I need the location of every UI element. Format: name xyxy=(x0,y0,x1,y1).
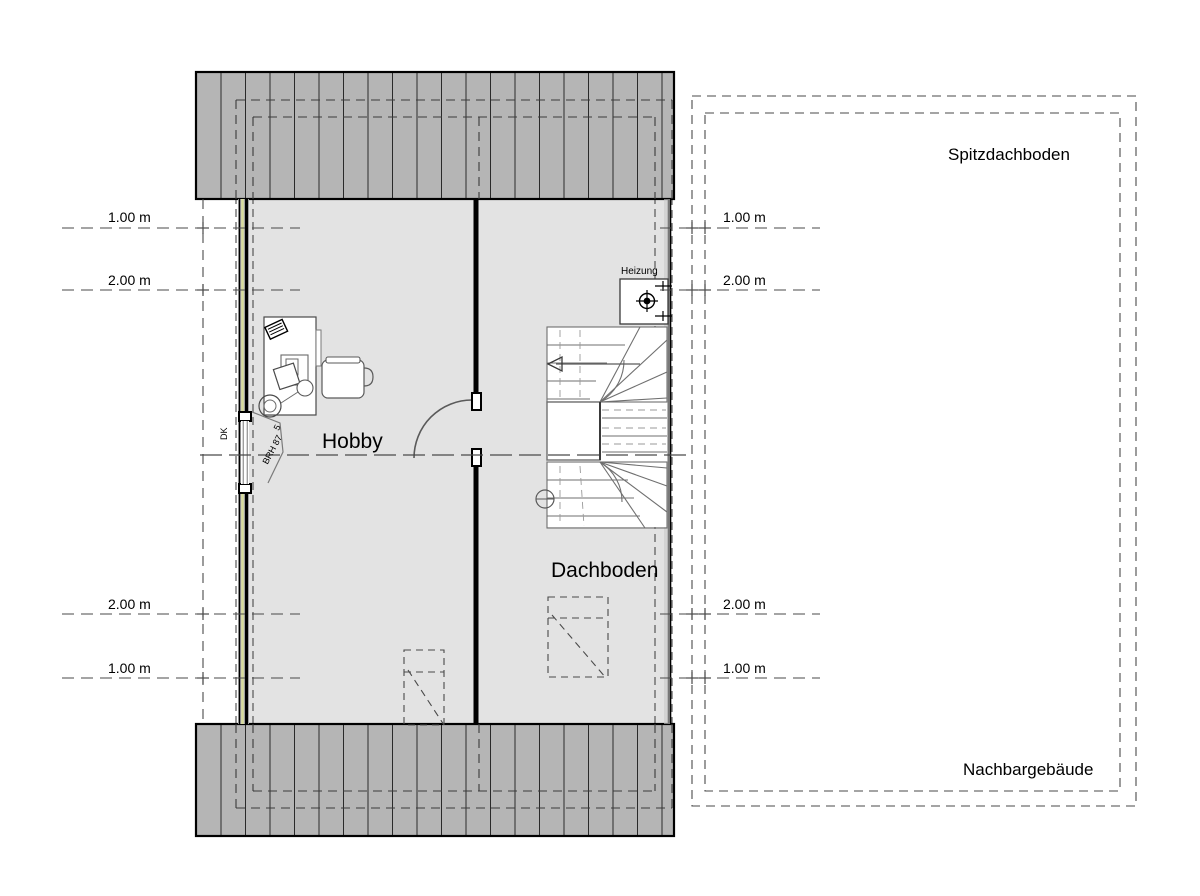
label-nachbargebaeude: Nachbargebäude xyxy=(963,760,1093,779)
label-heizung: Heizung xyxy=(621,266,658,277)
winder-staircase[interactable] xyxy=(546,326,668,529)
dimension-ticks-left xyxy=(197,222,209,684)
keyboard xyxy=(272,362,301,391)
dimension-ticks-right xyxy=(686,222,711,684)
label-brh-sup: 5 xyxy=(272,423,283,432)
skylight-hobby-lower xyxy=(403,649,445,726)
dim-label-right-lower-1m: 1.00 m xyxy=(723,660,766,676)
mouse-cable xyxy=(280,391,299,404)
room-label-dachboden: Dachboden xyxy=(551,559,658,582)
neighbour-building-outline xyxy=(691,95,1137,807)
room-label-hobby: Hobby xyxy=(322,430,383,453)
floor-marker-inner xyxy=(263,399,277,413)
label-dk: DK xyxy=(219,427,229,440)
dim-label-left-upper-1m: 1.00 m xyxy=(108,209,151,225)
office-chair[interactable] xyxy=(321,356,374,399)
floor-marker xyxy=(258,394,282,418)
left-wall-window[interactable] xyxy=(238,411,252,494)
skylight-dachboden-lower xyxy=(547,596,609,679)
dim-label-right-upper-2m: 2.00 m xyxy=(723,272,766,288)
furniture-group xyxy=(258,316,374,418)
roof-slope-lower xyxy=(194,722,676,838)
dim-label-left-lower-1m: 1.00 m xyxy=(108,660,151,676)
dim-label-left-upper-2m: 2.00 m xyxy=(108,272,151,288)
dim-label-left-lower-2m: 2.00 m xyxy=(108,596,151,612)
stair-direction-arrow xyxy=(546,355,640,373)
heating-unit[interactable] xyxy=(619,278,672,325)
roof-slope-upper xyxy=(194,70,676,201)
dim-label-right-upper-1m: 1.00 m xyxy=(723,209,766,225)
desk-side-panel xyxy=(315,329,322,367)
mouse xyxy=(296,379,314,397)
roof-dashed-overlay xyxy=(235,99,673,809)
label-spitzdachboden: Spitzdachboden xyxy=(948,145,1070,164)
window-sill-leader xyxy=(251,411,284,484)
monitor xyxy=(263,318,289,341)
interior-door[interactable] xyxy=(413,398,473,459)
dim-label-right-lower-2m: 2.00 m xyxy=(723,596,766,612)
